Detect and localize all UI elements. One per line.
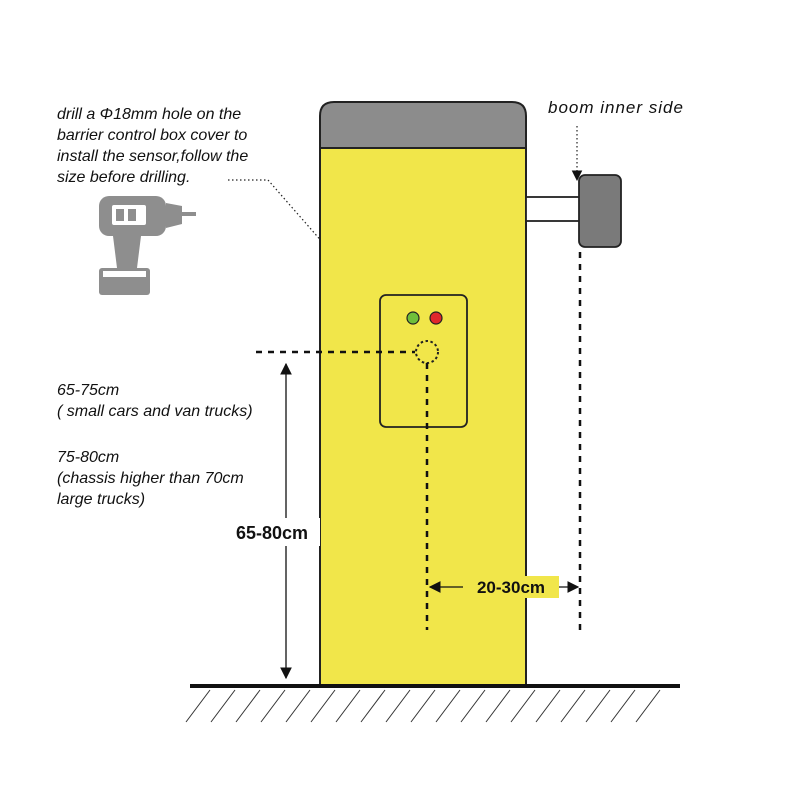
hatch-stroke bbox=[210, 689, 236, 723]
boom-arm bbox=[525, 174, 622, 248]
boom-inner-side-label: boom inner side bbox=[548, 98, 684, 117]
hatch-stroke bbox=[260, 689, 286, 723]
small-vehicle-desc: ( small cars and van trucks) bbox=[57, 403, 253, 420]
height-notes: 65-75cm ( small cars and van trucks) 75-… bbox=[57, 382, 253, 508]
height-dimension-label: 65-80cm bbox=[236, 523, 308, 543]
hatch-stroke bbox=[485, 689, 511, 723]
hatch-stroke bbox=[360, 689, 386, 723]
hatch-stroke bbox=[185, 689, 211, 723]
hatch-stroke bbox=[585, 689, 611, 723]
instruction-line-3: install the sensor,follow the bbox=[57, 148, 248, 165]
hatch-stroke bbox=[535, 689, 561, 723]
boom-head bbox=[578, 174, 622, 248]
hatch-stroke bbox=[385, 689, 411, 723]
ground-hatching bbox=[185, 689, 661, 723]
instruction-line-1: drill a Φ18mm hole on the bbox=[57, 106, 241, 123]
large-vehicle-desc-2: large trucks) bbox=[57, 491, 145, 508]
small-vehicle-height: 65-75cm bbox=[57, 382, 119, 399]
hatch-stroke bbox=[285, 689, 311, 723]
hatch-stroke bbox=[560, 689, 586, 723]
instruction-line-2: barrier control box cover to bbox=[57, 127, 247, 144]
height-dimension: 65-80cm bbox=[226, 362, 320, 680]
green-led bbox=[406, 311, 420, 325]
hatch-stroke bbox=[635, 689, 661, 723]
drilling-instruction: drill a Φ18mm hole on the barrier contro… bbox=[57, 106, 248, 186]
hatch-stroke bbox=[235, 689, 261, 723]
cabinet-cap bbox=[319, 101, 527, 149]
large-vehicle-desc-1: (chassis higher than 70cm bbox=[57, 470, 244, 487]
hatch-stroke bbox=[610, 689, 636, 723]
hatch-stroke bbox=[510, 689, 536, 723]
hatch-stroke bbox=[310, 689, 336, 723]
red-led bbox=[429, 311, 443, 325]
instruction-leader bbox=[228, 179, 415, 348]
barrier-cabinet bbox=[319, 101, 527, 687]
hatch-stroke bbox=[335, 689, 361, 723]
offset-dimension: 20-30cm bbox=[428, 576, 580, 598]
hatch-stroke bbox=[460, 689, 486, 723]
drill-icon bbox=[99, 196, 196, 295]
reference-lines bbox=[256, 252, 582, 632]
instruction-line-4: size before drilling. bbox=[57, 169, 190, 186]
ground bbox=[185, 684, 680, 723]
large-vehicle-height: 75-80cm bbox=[57, 449, 119, 466]
hatch-stroke bbox=[435, 689, 461, 723]
offset-dimension-label: 20-30cm bbox=[477, 578, 545, 597]
hatch-stroke bbox=[410, 689, 436, 723]
